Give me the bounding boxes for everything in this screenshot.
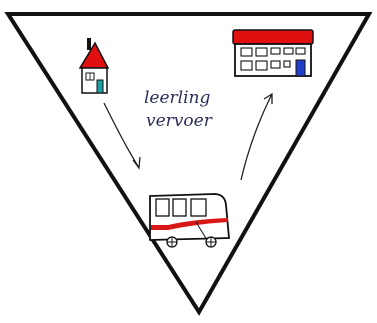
caption-line-1: leerling [144, 88, 211, 108]
inverted-triangle-frame [8, 14, 369, 312]
caption-line-2: vervoer [146, 111, 213, 131]
bus-icon [150, 194, 229, 247]
school-building-icon [233, 30, 313, 76]
